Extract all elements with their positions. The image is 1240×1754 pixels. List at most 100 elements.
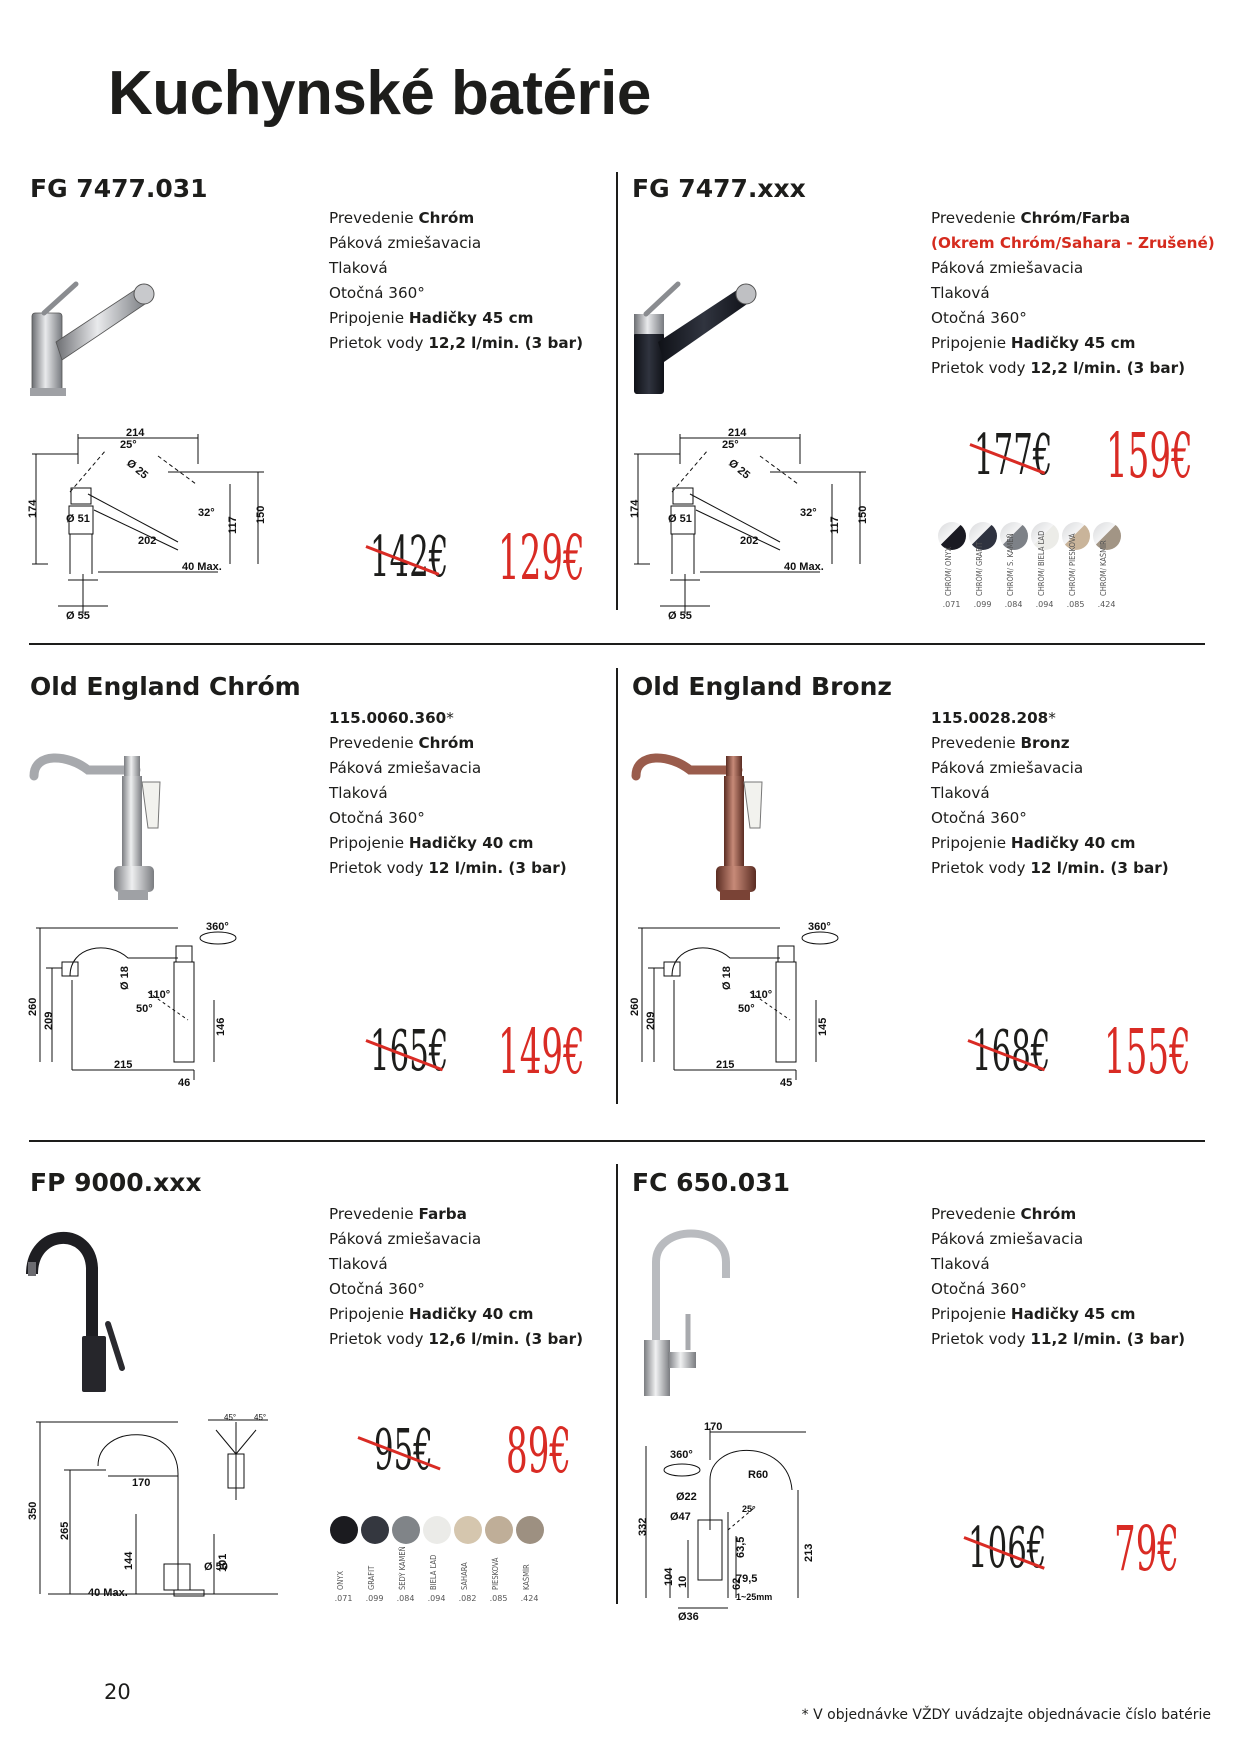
spec-value: Hadičky 40 cm: [408, 1305, 534, 1323]
svg-text:117: 117: [227, 516, 239, 534]
svg-text:332: 332: [637, 1518, 649, 1536]
technical-drawing: 214 174 Ø 51 202 117 150 40 Max. Ø 55 Ø …: [27, 427, 267, 622]
svg-text:110°: 110°: [750, 989, 772, 1001]
svg-text:117: 117: [829, 516, 841, 534]
spec-value: Hadičky 40 cm: [408, 834, 534, 852]
spec-row: Páková zmiešavacia: [931, 256, 1215, 281]
spec-label: Otočná 360°: [931, 809, 1027, 827]
swatch: CHRÓM/ S. KAMEŇ.084: [998, 522, 1029, 609]
svg-text:Ø36: Ø36: [678, 1611, 699, 1623]
svg-text:32°: 32°: [800, 507, 817, 519]
spec-row: Otočná 360°: [931, 306, 1215, 331]
swatch-color: [937, 522, 966, 550]
swatch-color: [360, 1516, 389, 1544]
spec-value: 12 l/min. (3 bar): [428, 859, 567, 877]
product-title: FC 650.031: [632, 1168, 790, 1197]
new-price: 129€: [498, 521, 585, 594]
svg-text:R60: R60: [748, 1469, 768, 1481]
svg-text:360°: 360°: [808, 921, 831, 933]
spec-label: Tlaková: [329, 1255, 388, 1273]
spec-row: Pripojenie Hadičky 40 cm: [329, 1302, 583, 1327]
row-divider-1: [29, 643, 1205, 645]
spec-row: Otočná 360°: [931, 806, 1169, 831]
svg-text:Ø 25: Ø 25: [726, 457, 752, 482]
spec-label: Prevedenie: [931, 1205, 1021, 1223]
swatch-name: PIESKOVÁ: [490, 1557, 500, 1590]
svg-text:Ø 51: Ø 51: [66, 513, 90, 525]
svg-text:25°: 25°: [722, 439, 739, 451]
svg-text:170: 170: [704, 1421, 722, 1433]
swatch-name: CHRÓM/ GRAFIT: [974, 541, 984, 596]
swatch-code: .424: [520, 1594, 539, 1603]
swatch-code: .094: [427, 1594, 446, 1603]
spec-label: Tlaková: [931, 1255, 990, 1273]
svg-text:213: 213: [803, 1544, 815, 1562]
svg-text:Ø47: Ø47: [670, 1511, 691, 1523]
swatch-code: .071: [334, 1594, 353, 1603]
spec-suffix: *: [446, 709, 454, 727]
svg-text:45: 45: [780, 1077, 792, 1089]
swatch-name: CHRÓM/ ONYX: [943, 546, 953, 596]
spec-value: 12 l/min. (3 bar): [1030, 859, 1169, 877]
svg-text:1~25mm: 1~25mm: [736, 1592, 772, 1602]
spec-row: Páková zmiešavacia: [931, 1227, 1185, 1252]
svg-text:32°: 32°: [198, 507, 215, 519]
spec-row: Páková zmiešavacia: [329, 1227, 583, 1252]
spec-warning: (Okrem Chróm/Sahara - Zrušené): [931, 234, 1215, 252]
old-price: 142€: [370, 525, 449, 590]
spec-value: 12,6 l/min. (3 bar): [428, 1330, 584, 1348]
swatch-code: .085: [489, 1594, 508, 1603]
swatch-name: CHRÓM/ KAŠMÍR: [1098, 540, 1108, 596]
column-divider-2: [616, 668, 618, 1104]
svg-text:46: 46: [178, 1077, 190, 1089]
spec-label: Páková zmiešavacia: [931, 1230, 1084, 1248]
faucet-image: [634, 281, 757, 394]
spec-value: Chróm/Farba: [1020, 209, 1131, 227]
spec-row: Otočná 360°: [329, 281, 583, 306]
spec-row: Tlaková: [931, 1252, 1185, 1277]
swatch-name: BIELA ĽAD: [428, 1554, 438, 1590]
spec-row: Páková zmiešavacia: [329, 756, 567, 781]
spec-row: Otočná 360°: [329, 1277, 583, 1302]
swatch-name: ONYX: [335, 1570, 345, 1590]
swatch: CHRÓM/ KAŠMÍR.424: [1091, 522, 1122, 609]
old-price: 106€: [968, 1516, 1047, 1581]
spec-row: Prevedenie Chróm: [931, 1202, 1185, 1227]
spec-row: Prevedenie Bronz: [931, 731, 1169, 756]
svg-text:104: 104: [663, 1567, 675, 1586]
spec-label: Páková zmiešavacia: [329, 234, 482, 252]
spec-row: Prietok vody 12,2 l/min. (3 bar): [931, 356, 1215, 381]
page-number: 20: [104, 1680, 131, 1704]
new-price: 89€: [506, 1414, 572, 1487]
spec-row: Otočná 360°: [329, 806, 567, 831]
swatch-code: .082: [458, 1594, 477, 1603]
swatch: BIELA ĽAD .094: [421, 1516, 452, 1603]
product-title: Old England Bronz: [632, 672, 892, 701]
svg-text:260: 260: [27, 998, 39, 1016]
spec-value: Farba: [418, 1205, 467, 1223]
faucet-image: [30, 281, 155, 396]
spec-row: Pripojenie Hadičky 45 cm: [329, 306, 583, 331]
spec-row: Prietok vody 12 l/min. (3 bar): [931, 856, 1169, 881]
spec-label: Tlaková: [329, 784, 388, 802]
spec-label: Prevedenie: [329, 1205, 419, 1223]
swatch-color: [999, 522, 1028, 550]
svg-text:144: 144: [123, 1551, 135, 1570]
spec-value: Chróm: [418, 734, 475, 752]
svg-text:40 Max.: 40 Max.: [88, 1587, 128, 1599]
spec-label: Prietok vody: [931, 859, 1031, 877]
swatch-color: [1061, 522, 1090, 550]
spec-label: Prietok vody: [931, 359, 1031, 377]
svg-text:350: 350: [27, 1502, 39, 1520]
svg-text:Ø 55: Ø 55: [66, 610, 90, 622]
spec-label: Pripojenie: [931, 834, 1011, 852]
svg-text:145: 145: [817, 1018, 829, 1036]
technical-drawing: 260 209 215 46 146 Ø 18 360° 110° 50°: [27, 921, 237, 1089]
spec-row: Pripojenie Hadičky 45 cm: [931, 331, 1215, 356]
spec-row: Tlaková: [329, 1252, 583, 1277]
